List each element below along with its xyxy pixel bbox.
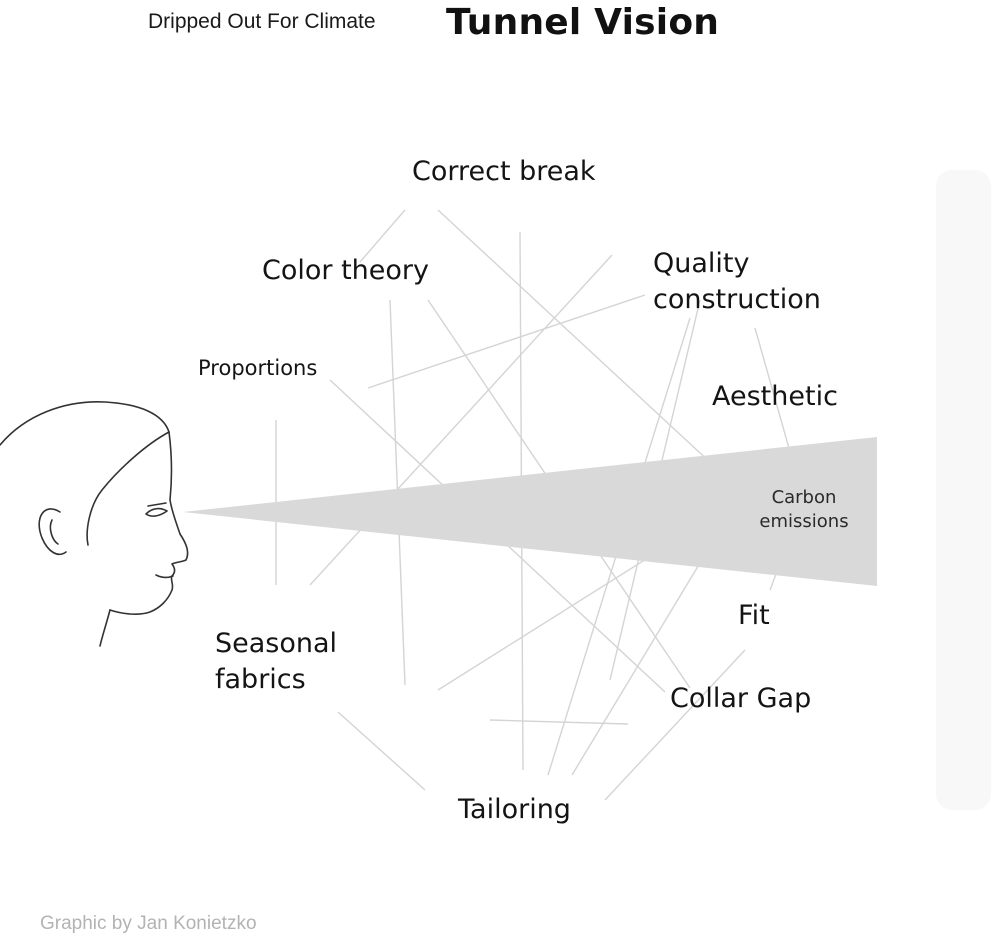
node-proportions: Proportions [198,356,318,380]
tunnel-cone [183,437,877,586]
connector-line [337,711,426,791]
connector-line [359,209,406,263]
node-aesthetic: Aesthetic [712,381,838,412]
node-correct-break: Correct break [412,156,596,187]
credit-label: Graphic by Jan Konietzko [40,913,257,934]
node-quality-construction: Quality construction [653,248,821,315]
diagram-title: Tunnel Vision [446,2,720,43]
node-carbon-emissions: Carbon emissions [759,487,849,532]
ear-outline [38,508,67,556]
node-tailoring: Tailoring [458,794,571,825]
head-outline [0,401,170,446]
head-profile-icon [0,401,189,647]
connector-line [604,649,746,801]
eye-shape [145,507,168,517]
right-edge-panel [936,170,991,810]
node-fit: Fit [738,600,770,631]
connector-line [367,294,646,389]
eyelid-line [147,502,167,507]
connector-line [437,209,741,491]
neck-line [99,609,111,647]
node-seasonal-fabrics: Seasonal fabrics [215,628,338,695]
face-profile [109,431,189,615]
ear-inner [49,519,59,545]
mouth-line [155,574,174,579]
hair-line [86,431,170,546]
connector-line [489,719,629,725]
brand-label: Dripped Out For Climate [148,10,376,33]
node-color-theory: Color theory [262,255,429,286]
node-collar-gap: Collar Gap [670,683,812,714]
